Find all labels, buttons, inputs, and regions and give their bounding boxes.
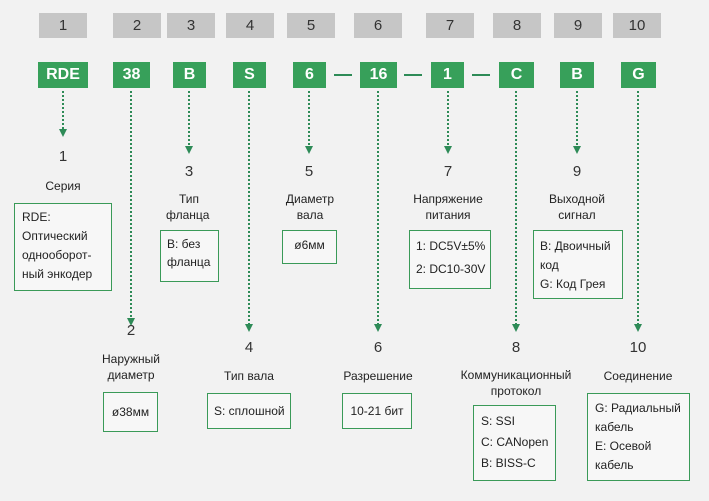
option-line: E: Осевой bbox=[595, 439, 652, 453]
title-line: вала bbox=[296, 208, 324, 222]
option-line: кабель bbox=[595, 458, 634, 472]
code-box-series: RDE bbox=[38, 62, 88, 88]
code-box-connection: G bbox=[621, 62, 656, 88]
option-line: 10-21 бит bbox=[350, 404, 404, 418]
field-10-title: Соединение bbox=[603, 369, 673, 383]
title-line: Наружный bbox=[102, 352, 160, 366]
field-1-number: 1 bbox=[58, 148, 68, 165]
option-line: ø6мм bbox=[294, 238, 325, 252]
field-6-number: 6 bbox=[373, 339, 383, 356]
field-10-options: G: Радиальный кабель E: Осевой кабель bbox=[587, 393, 690, 481]
title-line: протокол bbox=[490, 384, 542, 398]
option-line: C: CANopen bbox=[481, 435, 549, 449]
field-8-title: Коммуникационный протокол bbox=[450, 367, 582, 399]
field-8-options: S: SSI C: CANopen B: BISS-C bbox=[473, 405, 556, 481]
position-number-5: 5 bbox=[287, 13, 335, 38]
field-5-number: 5 bbox=[304, 163, 314, 180]
position-number-8: 8 bbox=[493, 13, 541, 38]
title-line: фланца bbox=[166, 208, 210, 222]
code-box-shaft-diameter: 6 bbox=[293, 62, 326, 88]
separator-dash-2 bbox=[404, 74, 422, 76]
code-box-flange: B bbox=[173, 62, 206, 88]
option-line: ный энкодер bbox=[22, 267, 93, 281]
title-line: сигнал bbox=[558, 208, 596, 222]
position-number-2: 2 bbox=[113, 13, 161, 38]
position-number-4: 4 bbox=[226, 13, 274, 38]
field-3-title: Тип фланца bbox=[156, 191, 249, 223]
code-box-output-signal: B bbox=[560, 62, 594, 88]
field-4-number: 4 bbox=[244, 339, 254, 356]
separator-dash-1 bbox=[334, 74, 352, 76]
field-9-number: 9 bbox=[572, 163, 582, 180]
position-number-7: 7 bbox=[426, 13, 474, 38]
option-line: B: Двоичный bbox=[540, 239, 611, 253]
position-number-6: 6 bbox=[354, 13, 402, 38]
option-line: фланца bbox=[167, 255, 211, 269]
option-line: код bbox=[540, 258, 559, 272]
code-box-outer-diameter: 38 bbox=[113, 62, 150, 88]
field-4-title: Тип вала bbox=[224, 369, 274, 383]
title-line: Выходной bbox=[549, 192, 605, 206]
title-line: питания bbox=[425, 208, 471, 222]
field-7-number: 7 bbox=[443, 163, 453, 180]
field-6-options: 10-21 бит bbox=[342, 393, 412, 429]
option-line: кабель bbox=[595, 420, 634, 434]
option-line: G: Код Грея bbox=[540, 277, 606, 291]
option-line: Оптический bbox=[22, 229, 88, 243]
option-line: B: BISS-C bbox=[481, 456, 536, 470]
code-box-resolution: 16 bbox=[360, 62, 397, 88]
title-line: Коммуникационный bbox=[460, 368, 572, 382]
field-3-options: B: без фланца bbox=[160, 230, 219, 282]
option-line: RDE: bbox=[22, 210, 51, 224]
title-line: Диаметр bbox=[285, 192, 335, 206]
field-7-title: Напряжение питания bbox=[398, 191, 498, 223]
option-line: однооборот- bbox=[22, 248, 92, 262]
position-number-10: 10 bbox=[613, 13, 661, 38]
field-2-number: 2 bbox=[126, 322, 136, 339]
field-4-options: S: сплошной bbox=[207, 393, 291, 429]
option-line: ø38мм bbox=[111, 405, 150, 419]
option-line: B: без bbox=[167, 237, 201, 251]
title-line: Напряжение bbox=[413, 192, 483, 206]
field-5-title: Диаметр вала bbox=[272, 191, 348, 223]
field-2-options: ø38мм bbox=[103, 392, 158, 432]
field-5-options: ø6мм bbox=[282, 230, 337, 264]
field-10-number: 10 bbox=[629, 339, 647, 356]
position-number-9: 9 bbox=[554, 13, 602, 38]
separator-dash-3 bbox=[472, 74, 490, 76]
code-box-protocol: C bbox=[499, 62, 534, 88]
title-line: Тип bbox=[179, 192, 200, 206]
field-3-number: 3 bbox=[184, 163, 194, 180]
field-1-options: RDE: Оптический однооборот- ный энкодер bbox=[14, 203, 112, 291]
option-line: S: SSI bbox=[481, 414, 516, 428]
option-line: G: Радиальный bbox=[595, 401, 681, 415]
field-2-title: Наружный диаметр bbox=[86, 351, 176, 383]
option-line: 2: DC10-30V bbox=[416, 262, 486, 276]
field-6-title: Разрешение bbox=[343, 369, 413, 383]
code-box-shaft-type: S bbox=[233, 62, 266, 88]
option-line: 1: DC5V±5% bbox=[416, 239, 486, 253]
field-8-number: 8 bbox=[511, 339, 521, 356]
field-9-options: B: Двоичный код G: Код Грея bbox=[533, 230, 623, 299]
option-line: S: сплошной bbox=[214, 404, 285, 418]
position-number-1: 1 bbox=[39, 13, 87, 38]
code-box-voltage: 1 bbox=[431, 62, 464, 88]
position-number-3: 3 bbox=[167, 13, 215, 38]
field-9-title: Выходной сигнал bbox=[532, 191, 622, 223]
field-7-options: 1: DC5V±5% 2: DC10-30V bbox=[409, 230, 491, 289]
field-1-title: Серия bbox=[45, 179, 81, 193]
title-line: диаметр bbox=[107, 368, 155, 382]
